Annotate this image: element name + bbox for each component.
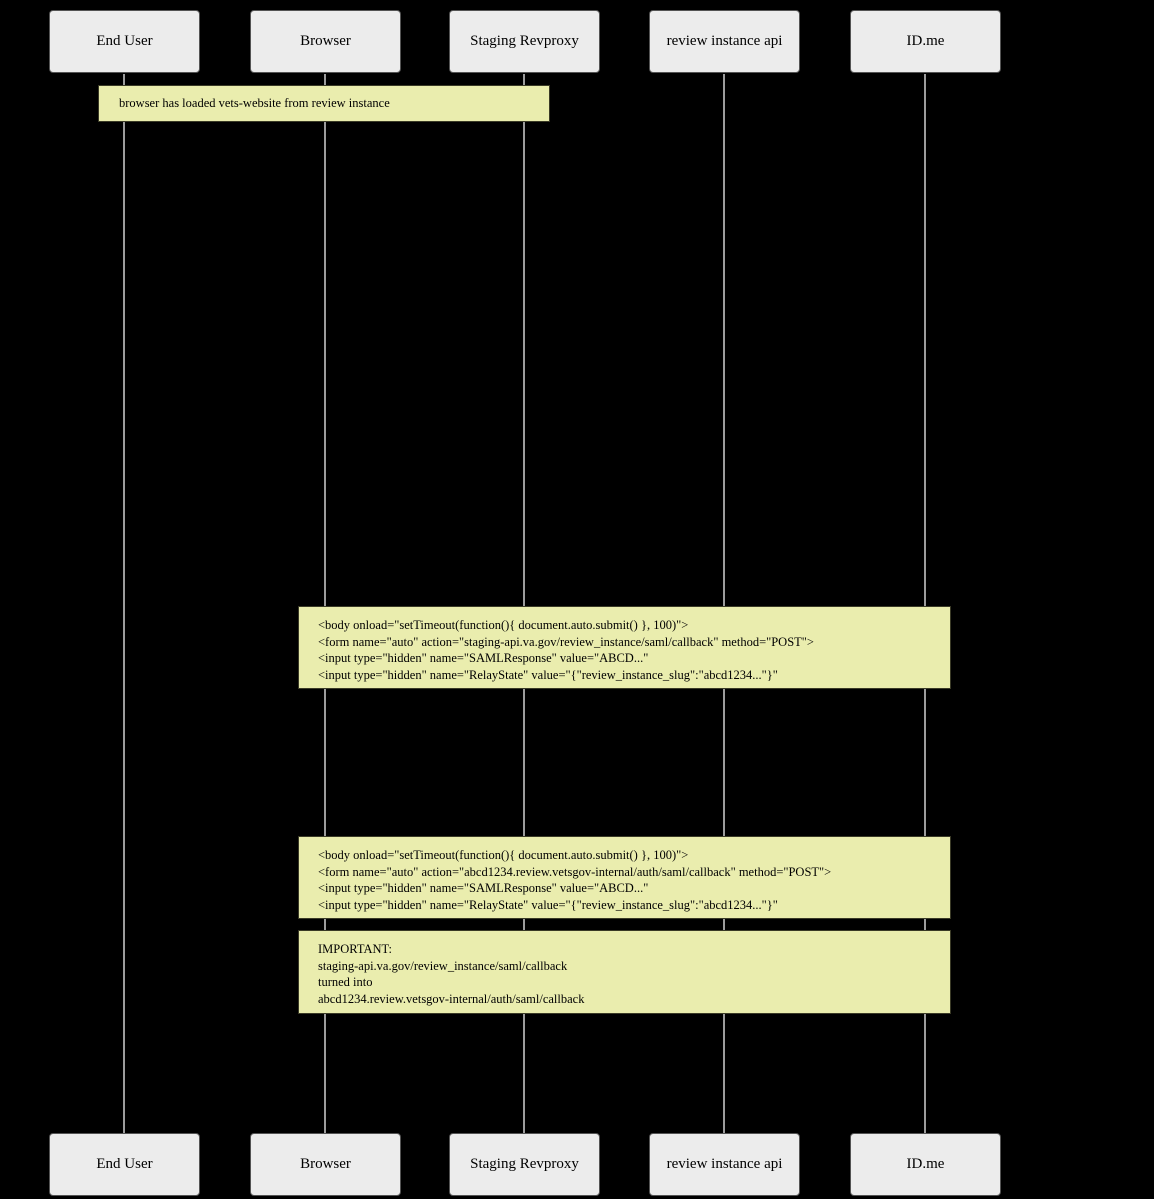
participant-browser-bottom: Browser: [250, 1133, 401, 1196]
participant-idme-top: ID.me: [850, 10, 1001, 73]
participant-label: Browser: [300, 33, 351, 49]
participant-label: Browser: [300, 1156, 351, 1172]
participant-staging-revproxy-bottom: Staging Revproxy: [449, 1133, 600, 1196]
participant-staging-revproxy-top: Staging Revproxy: [449, 10, 600, 73]
lifeline-idme: [924, 74, 926, 1134]
participant-label: review instance api: [666, 1156, 783, 1172]
note-saml-form-staging-api: <body onload="setTimeout(function(){ doc…: [298, 606, 951, 689]
participant-label: review instance api: [666, 33, 783, 49]
participant-label: Staging Revproxy: [470, 1156, 579, 1172]
lifeline-browser: [324, 74, 326, 1134]
note-browser-loaded: browser has loaded vets-website from rev…: [98, 85, 550, 122]
participant-label: Staging Revproxy: [470, 33, 579, 49]
note-text: <body onload="setTimeout(function(){ doc…: [318, 618, 814, 682]
participant-label: End User: [96, 33, 153, 49]
note-text: IMPORTANT: staging-api.va.gov/review_ins…: [318, 942, 585, 1006]
note-text: browser has loaded vets-website from rev…: [119, 96, 390, 111]
participant-end-user-bottom: End User: [49, 1133, 200, 1196]
note-text: <body onload="setTimeout(function(){ doc…: [318, 848, 832, 912]
participant-browser-top: Browser: [250, 10, 401, 73]
participant-review-instance-api-bottom: review instance api: [649, 1133, 800, 1196]
note-important-url-rewrite: IMPORTANT: staging-api.va.gov/review_ins…: [298, 930, 951, 1014]
lifeline-end-user: [123, 74, 125, 1134]
participant-label: ID.me: [906, 33, 945, 49]
participant-label: End User: [96, 1156, 153, 1172]
lifeline-staging-revproxy: [523, 74, 525, 1134]
note-saml-form-review-instance: <body onload="setTimeout(function(){ doc…: [298, 836, 951, 919]
participant-idme-bottom: ID.me: [850, 1133, 1001, 1196]
lifeline-review-instance-api: [723, 74, 725, 1134]
participant-review-instance-api-top: review instance api: [649, 10, 800, 73]
participant-label: ID.me: [906, 1156, 945, 1172]
participant-end-user-top: End User: [49, 10, 200, 73]
